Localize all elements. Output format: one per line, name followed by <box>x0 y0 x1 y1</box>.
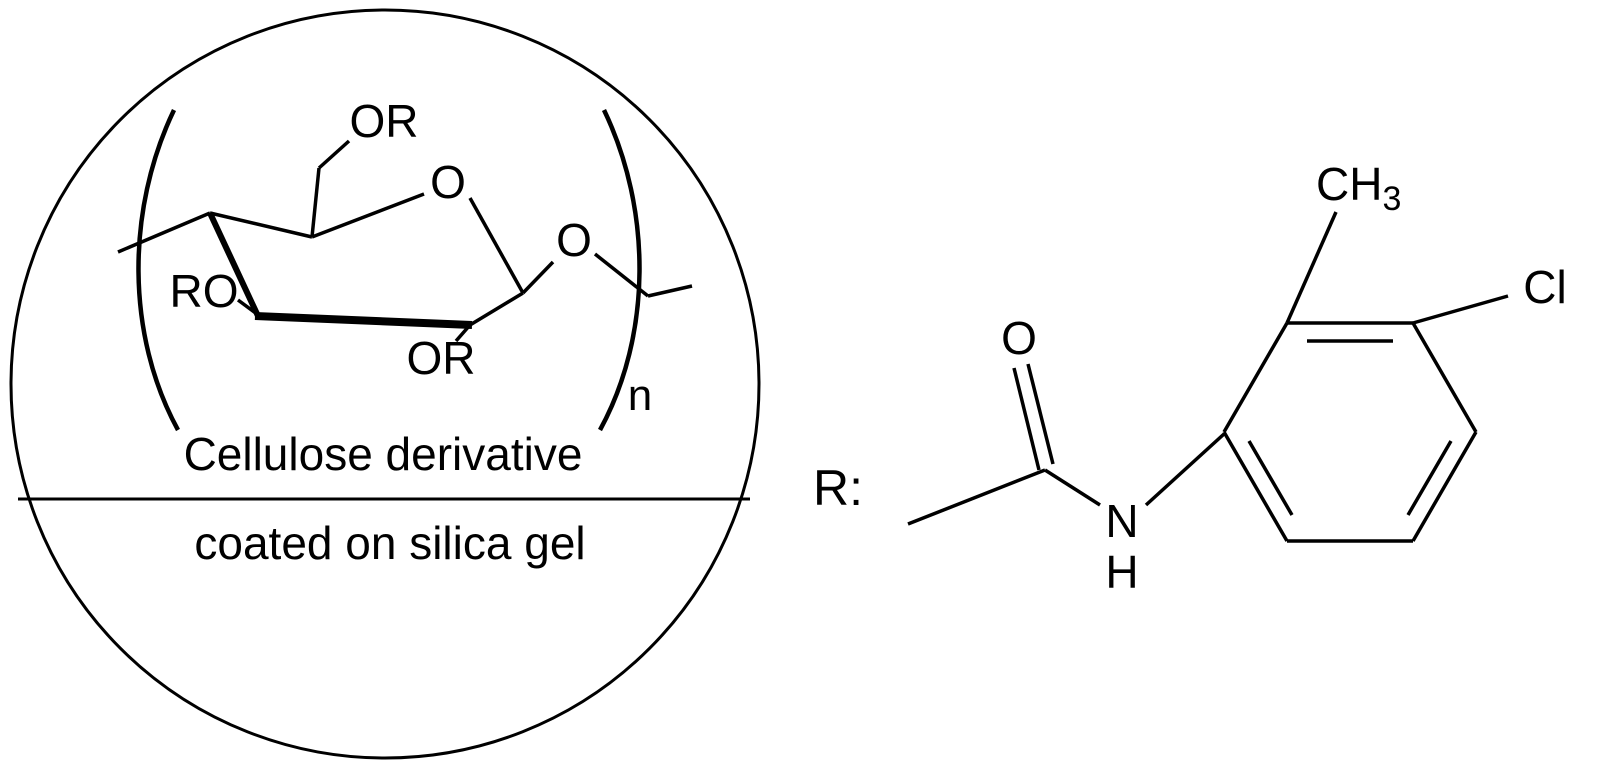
repeat-unit-parentheses: n <box>136 109 652 432</box>
ring-edge-c4-c3 <box>207 211 261 318</box>
amide-hydrogen-label: H <box>1105 546 1138 598</box>
nitrogen-aryl-bond <box>1144 432 1226 507</box>
glycosidicO-out-bond <box>593 252 650 298</box>
particle-outline-circle <box>9 8 761 760</box>
ring-oxygen-label: O <box>430 156 466 208</box>
methyl-ch-text: CH <box>1316 158 1382 210</box>
or-bottom-label: OR <box>407 332 476 384</box>
repeat-index-n: n <box>628 371 652 420</box>
caption-coated-on-silica-gel: coated on silica gel <box>194 517 585 569</box>
c1-glycosidicO-bond <box>521 260 555 295</box>
ring-edge-c2-c1 <box>469 291 524 327</box>
pyranose-ring-bonds <box>117 139 693 343</box>
benzene-inner-double-left <box>1247 440 1294 516</box>
ring-edge-c1-ringO <box>468 197 525 294</box>
r-group-bonds <box>907 363 1226 526</box>
ring-edge-c5-c4 <box>209 211 313 239</box>
polymer-bond-left <box>117 211 211 254</box>
pyranose-atom-labels: OR O O RO OR <box>170 95 592 384</box>
ro-left-label: RO <box>170 265 239 317</box>
carbonyl-oxygen-label: O <box>1001 312 1037 364</box>
glycosidic-oxygen-label: O <box>556 214 592 266</box>
chlorine-label: Cl <box>1523 261 1566 313</box>
ring-edge-c3-c2 <box>254 312 473 329</box>
benzene-edge-6 <box>1222 431 1289 542</box>
r-group-prefix: R: <box>813 460 863 516</box>
methyl-subscript-3: 3 <box>1382 180 1401 218</box>
chloro-bond <box>1412 294 1509 325</box>
benzene-ring <box>1222 211 1509 543</box>
ch2-bond <box>310 167 321 238</box>
or-bottom-bond <box>454 323 472 343</box>
carbonyl-double-bond-1 <box>1012 367 1041 471</box>
ch2-or-bond <box>317 139 351 170</box>
methyl-ch3-label: CH3 <box>1316 158 1401 218</box>
methyl-bond <box>1285 211 1338 324</box>
or-top-label: OR <box>350 95 419 147</box>
left-parenthesis <box>136 109 180 432</box>
benzene-inner-double-right <box>1406 440 1453 516</box>
benzene-edge-3 <box>1411 322 1478 433</box>
circle-captions: Cellulose derivative coated on silica ge… <box>184 428 586 569</box>
r-group-atom-labels: O N H CH3 Cl <box>1001 158 1567 598</box>
carbonyl-double-bond-2 <box>1026 363 1055 465</box>
silica-particle-circle <box>9 8 761 760</box>
polymer-bond-right <box>647 284 693 298</box>
benzene-edge-4 <box>1411 431 1478 542</box>
benzene-edge-1 <box>1222 322 1289 433</box>
ring-edge-ringO-c5 <box>311 192 425 239</box>
ro-left-bond <box>236 298 259 316</box>
attachment-bond <box>907 468 1046 526</box>
caption-cellulose-derivative: Cellulose derivative <box>184 428 583 480</box>
amide-nitrogen-label: N <box>1105 495 1138 547</box>
carbonyl-nitrogen-bond <box>1044 468 1101 507</box>
right-parenthesis <box>598 109 642 432</box>
